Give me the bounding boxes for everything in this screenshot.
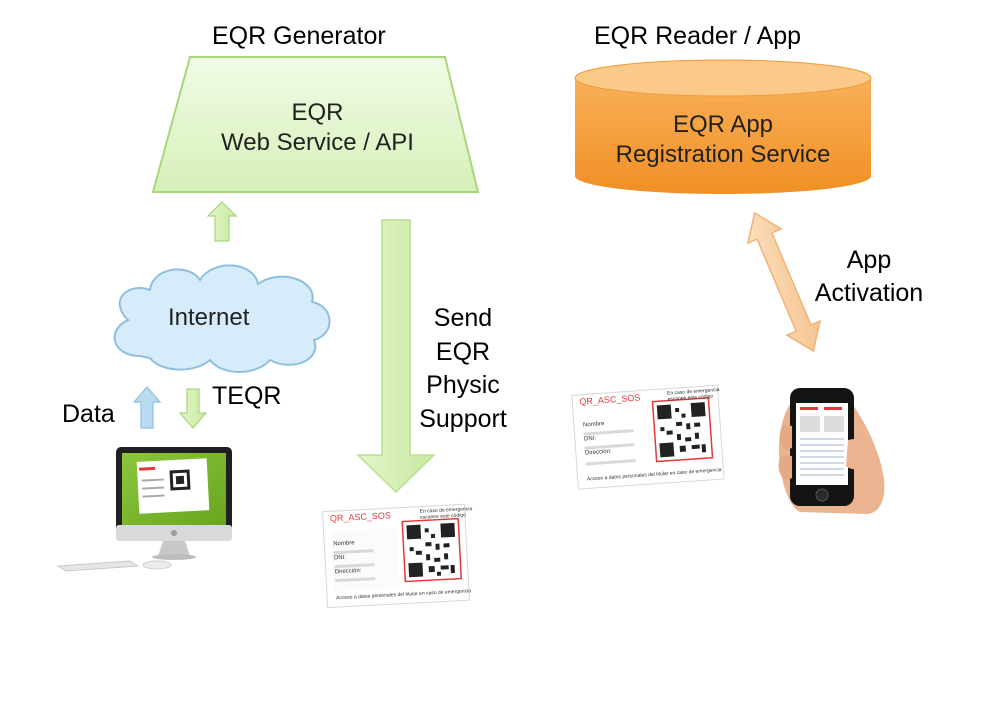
card-field-dni: DNI: [333,554,347,562]
reader-card-field-address: Dirección: [584,448,612,457]
registration-service-line1: EQR App [672,111,774,138]
smartphone-icon [778,388,885,514]
web-service-label: EQR Web Service / API [190,98,445,158]
app-activation-line2: Activation [814,278,924,307]
generator-title: EQR Generator [212,22,386,50]
cloud-icon [113,264,331,373]
teqr-label: TEQR [212,382,282,410]
reader-card-text: QR_ASC_SOS En caso de emergencia escanee… [575,383,723,489]
internet-to-generator-arrow [206,201,238,242]
send-line2: EQR [435,337,491,366]
qr-card-icon-generator [322,503,470,609]
reader-card-field-name: Nombre [582,421,605,429]
reader-title: EQR Reader / App [594,22,802,50]
computer-icon [56,447,232,572]
generator-card-text: QR_ASC_SOS En caso de emergencia escanee… [325,502,473,609]
reader-card-footer: Acceso a datos personales del titular en… [586,467,722,483]
teqr-down-arrow [178,388,208,429]
qr-card-icon-reader [571,384,725,490]
web-service-line2: Web Service / API [221,129,414,156]
web-service-line1: EQR [291,99,344,126]
app-activation-arrow [746,211,822,353]
send-line1: Send [433,304,493,332]
app-activation-line1: App [846,246,892,274]
registration-service-cylinder [574,59,872,194]
card-field-name: Nombre [333,540,355,548]
card-code: QR_ASC_SOS [329,510,392,524]
reader-card-code: QR_ASC_SOS [579,392,641,407]
app-activation-label: App Activation [804,244,934,309]
data-label: Data [62,400,115,428]
reader-card-field-dni: DNI: [583,435,597,443]
card-field-address: Dirección: [334,567,362,576]
send-line4: Support [419,404,507,433]
data-up-arrow [132,386,162,429]
registration-service-label: EQR App Registration Service [575,110,871,170]
card-footer: Acceso a datos personales del titular en… [335,588,472,602]
send-support-label: Send EQR Physic Support [408,302,518,436]
send-physic-support-arrow [356,219,436,494]
internet-label: Internet [168,304,250,331]
registration-service-line2: Registration Service [615,141,831,168]
send-line3: Physic [426,371,500,399]
card-note-line2: escanee este código [419,512,466,521]
web-service-box [151,56,480,193]
